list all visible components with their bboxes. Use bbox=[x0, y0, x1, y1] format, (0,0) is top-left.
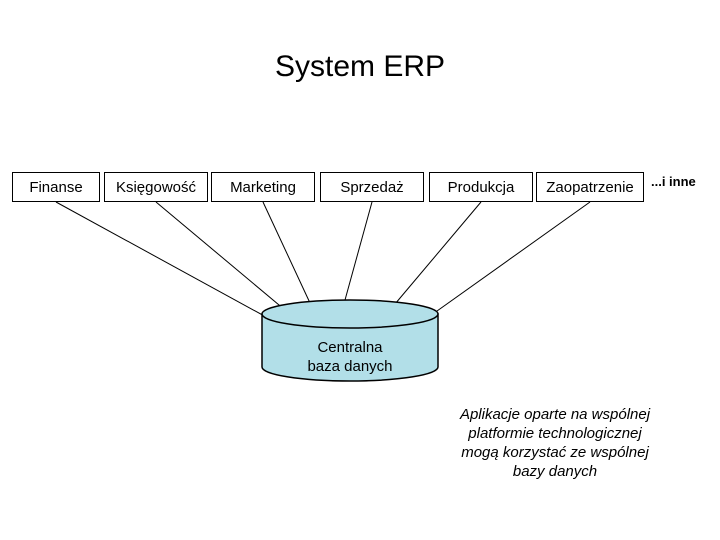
database-label-line2: baza danych bbox=[307, 358, 393, 375]
database-body bbox=[261, 313, 439, 382]
connector-produkcja bbox=[394, 201, 482, 305]
module-ksiegowosc: Księgowość bbox=[104, 172, 208, 202]
connector-ksiegowosc bbox=[155, 201, 286, 311]
connector-lines bbox=[55, 201, 591, 319]
database-label-line1: Centralna bbox=[317, 339, 383, 356]
module-finanse: Finanse bbox=[12, 172, 100, 202]
note-line4: bazy danych bbox=[512, 463, 598, 480]
note-line1: Aplikacje oparte na wspólnej bbox=[459, 406, 651, 423]
database-cylinder bbox=[261, 299, 439, 382]
module-marketing: Marketing bbox=[211, 172, 315, 202]
module-produkcja: Produkcja bbox=[429, 172, 533, 202]
note-text: Aplikacje oparte na wspólnej platformie … bbox=[430, 405, 680, 481]
module-sprzedaz: Sprzedaż bbox=[320, 172, 424, 202]
module-zaopatrzenie: Zaopatrzenie bbox=[536, 172, 644, 202]
connector-zaopatrzenie bbox=[429, 201, 591, 317]
database-label: Centralna baza danych bbox=[262, 338, 438, 376]
others-label: ...i inne bbox=[651, 174, 696, 189]
database-top bbox=[261, 299, 439, 329]
connector-marketing bbox=[262, 201, 311, 304]
note-line2: platformie technologicznej bbox=[468, 425, 642, 442]
note-line3: mogą korzystać ze wspólnej bbox=[461, 444, 649, 461]
connector-sprzedaz bbox=[344, 201, 373, 301]
connector-finanse bbox=[55, 201, 269, 319]
diagram-title: System ERP bbox=[274, 50, 446, 83]
